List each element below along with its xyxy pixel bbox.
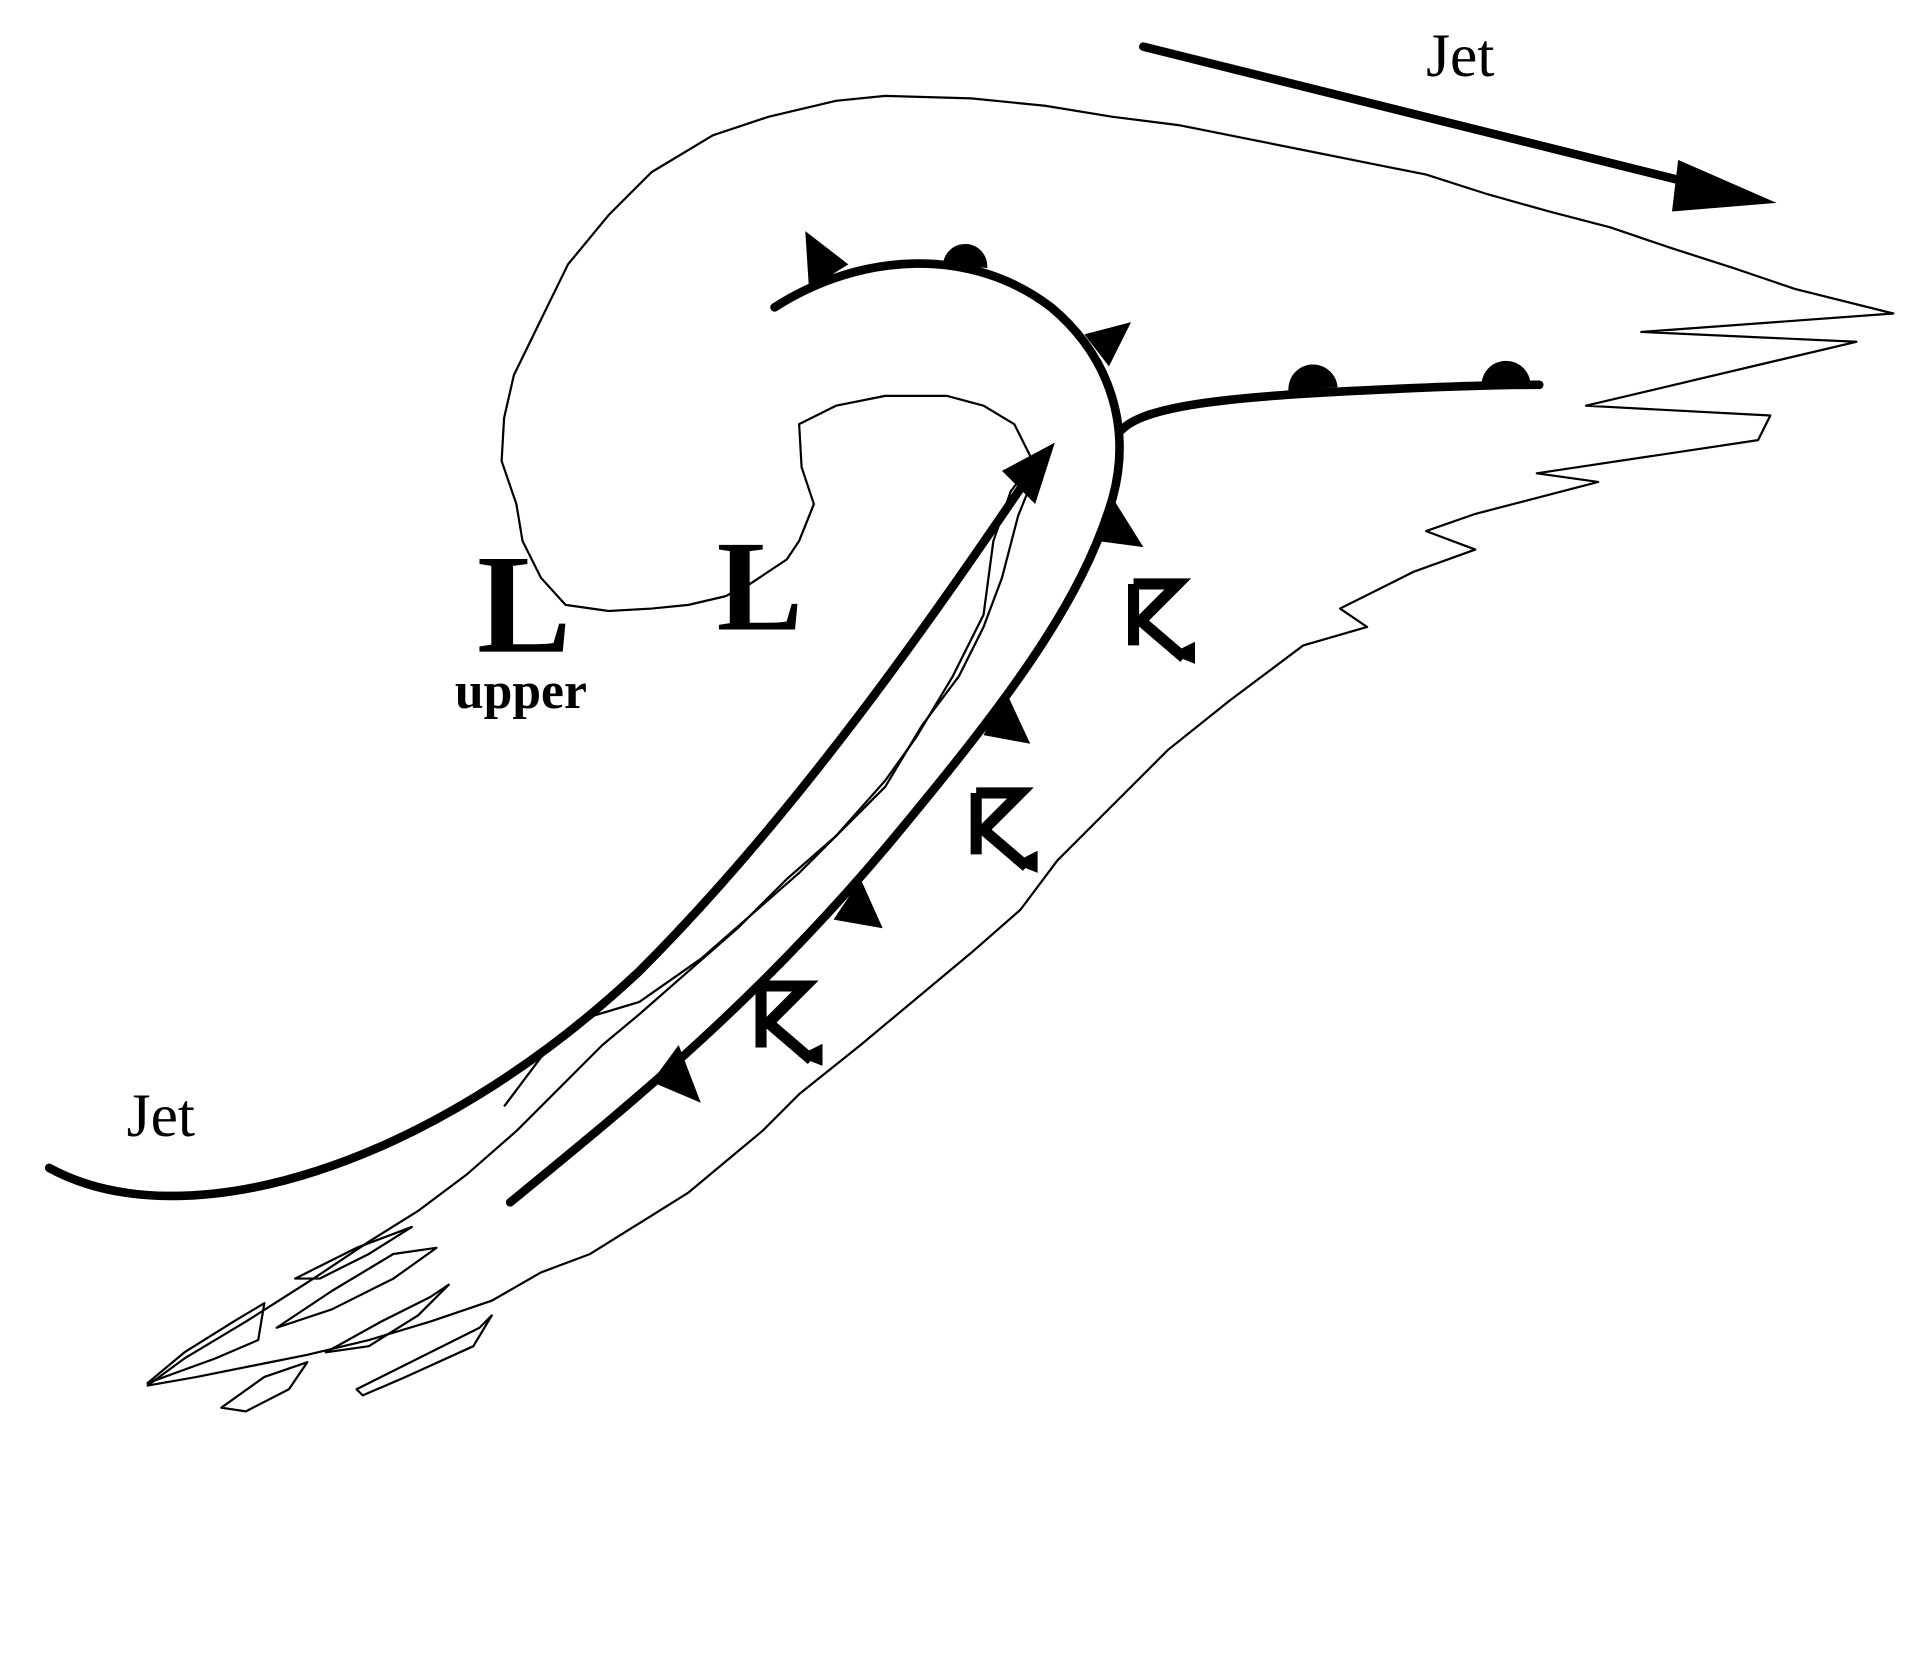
cloud-fragment	[355, 1314, 493, 1397]
jet-stream-left	[44, 475, 1031, 1201]
surface-low-symbol: L	[717, 514, 803, 657]
jet-arrowhead-left-icon	[1001, 442, 1055, 505]
cloud-fragment	[275, 1246, 438, 1329]
cloud-outline	[146, 94, 1895, 1387]
cold-front-triangle-icon	[983, 690, 1031, 744]
cold-front-triangle-icon	[1084, 322, 1132, 367]
cloud-fragment	[146, 1302, 266, 1385]
cold-front-triangle-icon	[1096, 497, 1144, 548]
cold-front-triangle-icon	[651, 1044, 701, 1103]
jet-arrowhead-top-icon	[1672, 159, 1777, 212]
warm-front-semicircle-icon	[1481, 360, 1531, 387]
cloud-fragment	[324, 1283, 450, 1354]
descending-flow-symbol-icon	[970, 787, 1038, 873]
jet-arrow-top	[1139, 42, 1726, 195]
upper-label: upper	[455, 663, 587, 720]
jet-label-left: Jet	[127, 1082, 195, 1150]
cold-front-triangle-icon	[805, 231, 849, 289]
cloud-inner-edge	[503, 479, 1034, 1108]
warm-front-semicircle-icon	[1288, 364, 1338, 391]
jet-label-top: Jet	[1426, 22, 1494, 90]
cloud-fragment	[293, 1225, 413, 1280]
cloud-fragment	[220, 1361, 309, 1413]
upper-low-symbol: L	[477, 526, 571, 683]
descending-flow-symbol-icon	[1128, 578, 1196, 664]
warm-front	[1116, 380, 1544, 435]
cold-front	[505, 259, 1124, 1207]
descending-flow-symbol-icon	[755, 980, 823, 1066]
cold-front-triangle-icon	[833, 879, 883, 929]
warm-front-semicircle-icon	[942, 243, 988, 269]
